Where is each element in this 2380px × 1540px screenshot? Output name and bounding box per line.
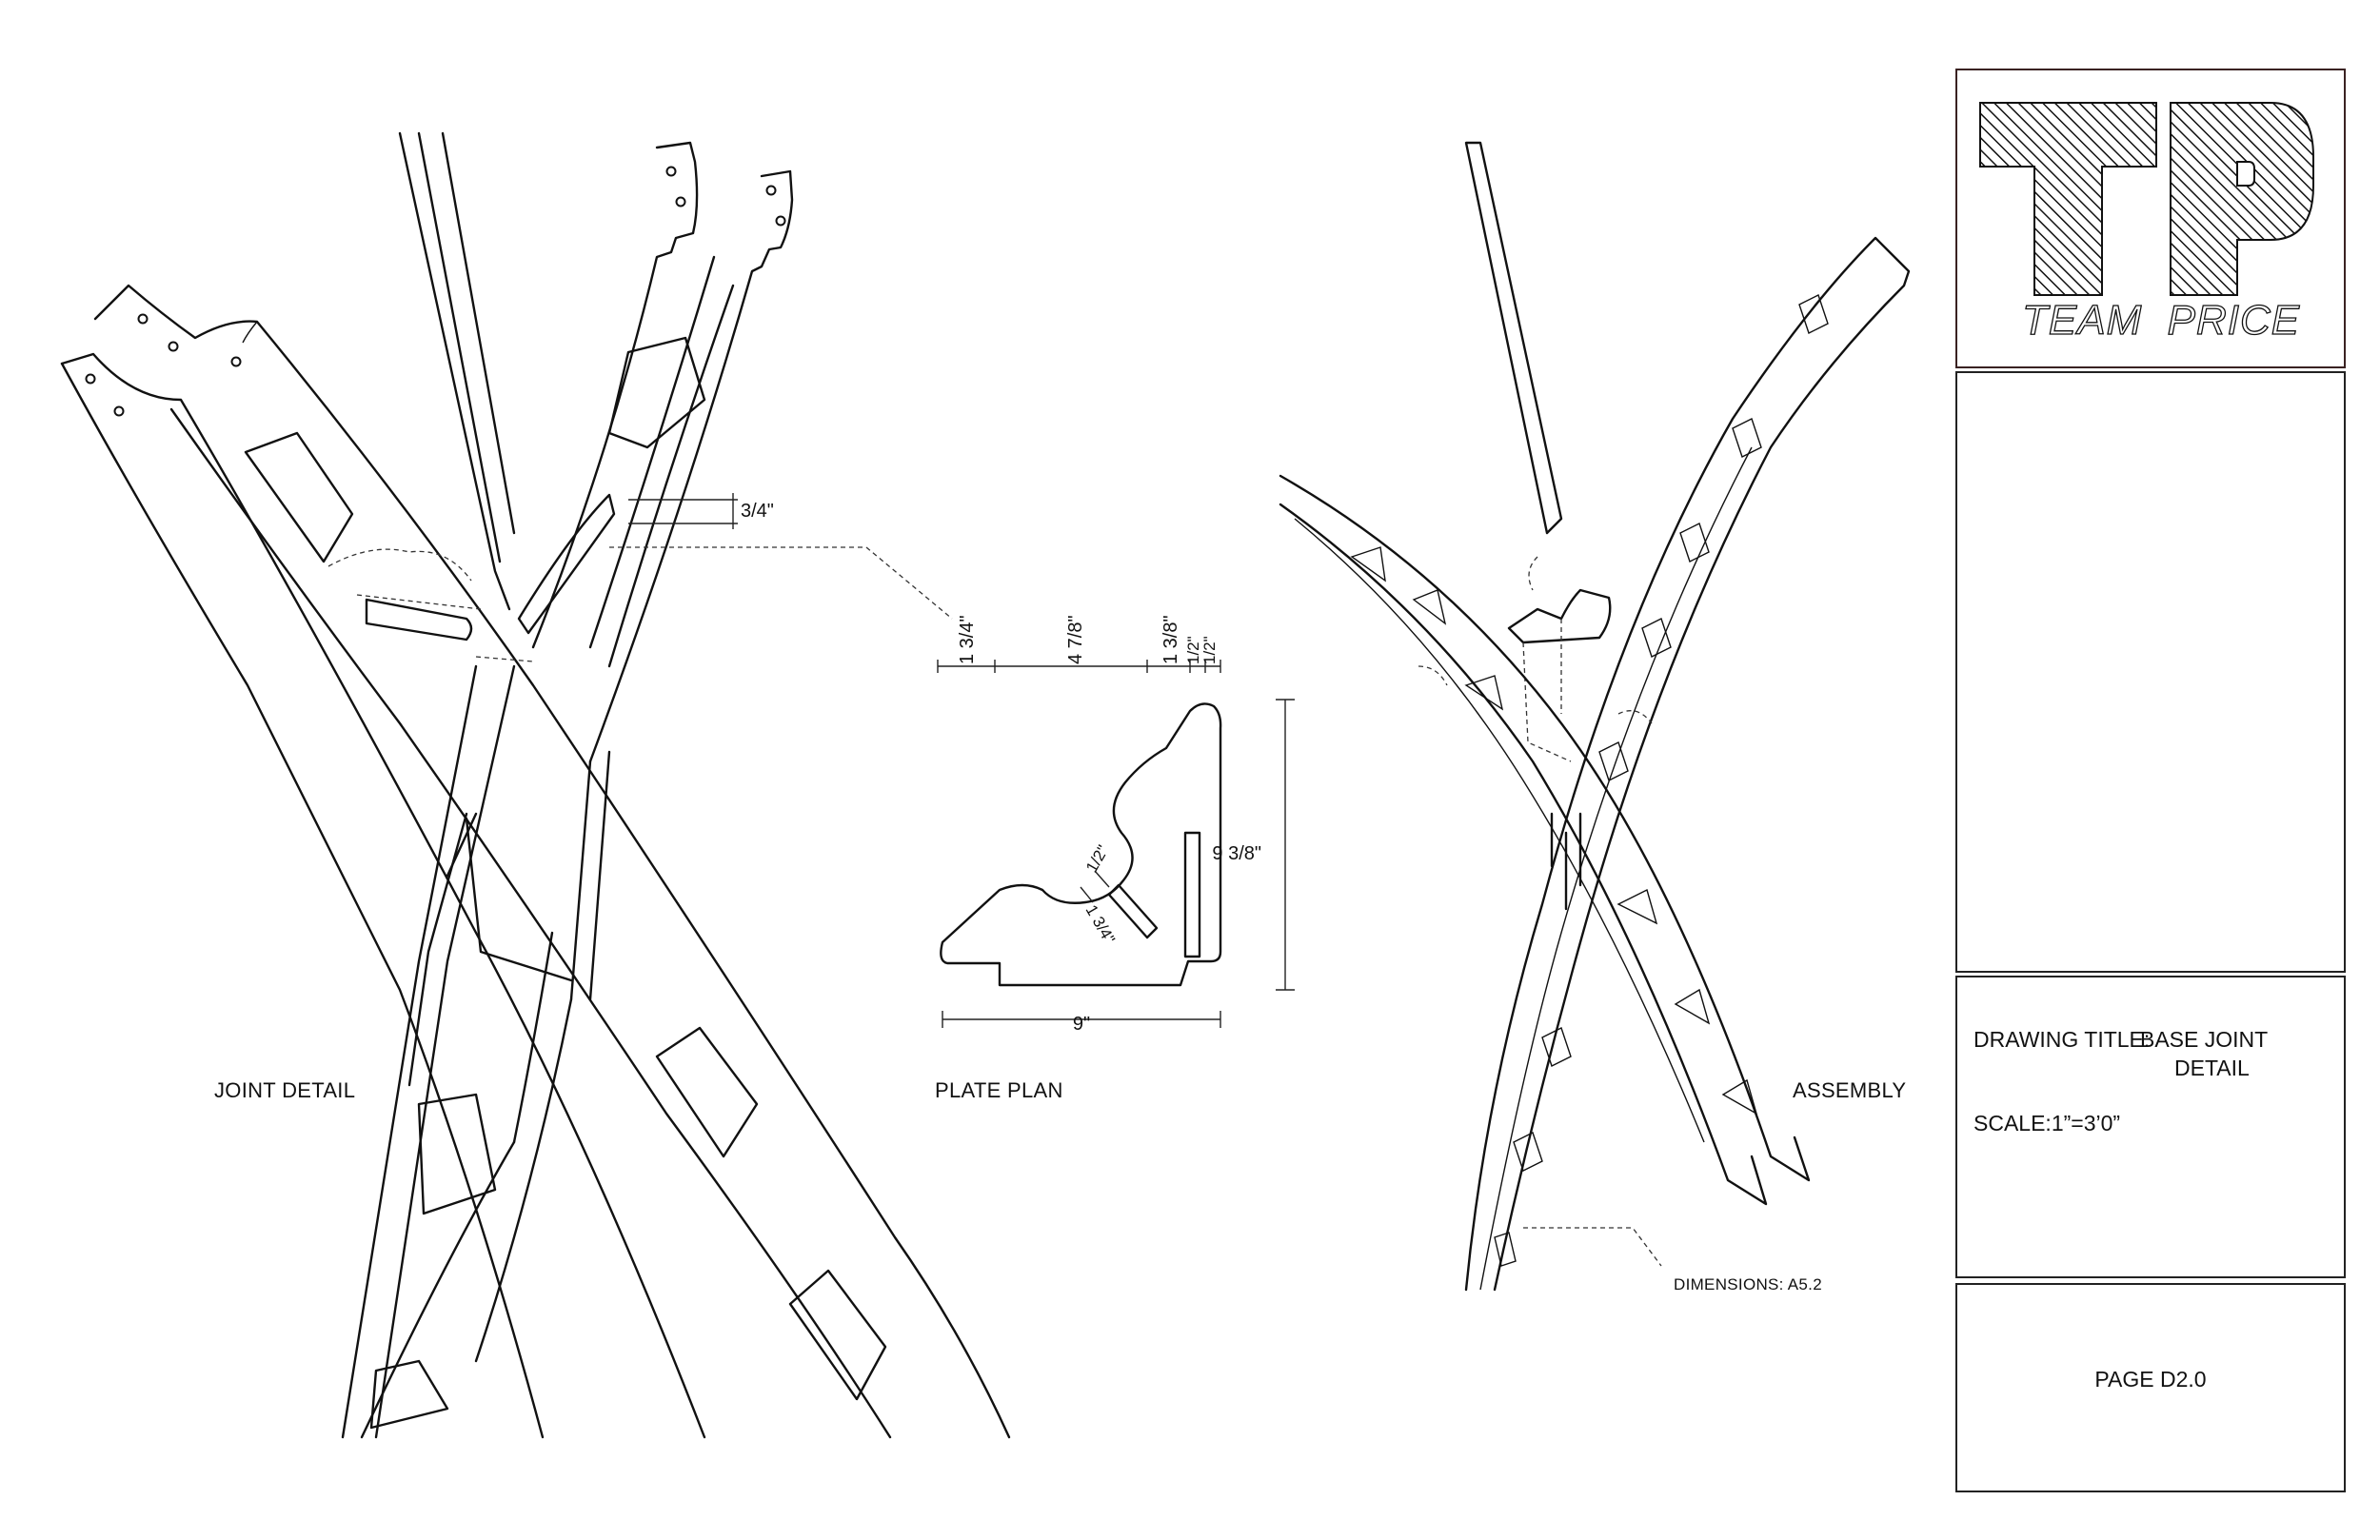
dim-top-3: 1 3/8" — [1160, 615, 1181, 664]
drawing-scale: SCALE:1”=3’0” — [1973, 1111, 2121, 1135]
drawing-title-line2: DETAIL — [2174, 1056, 2250, 1080]
dimension-3-4: 3/4" — [628, 493, 774, 529]
dim-3-4-text: 3/4" — [741, 501, 774, 522]
dim-top-2: 4 7/8" — [1065, 615, 1086, 664]
joint-detail-label: JOINT DETAIL — [214, 1078, 356, 1102]
drawing-title-line1: BASE JOINT — [2140, 1027, 2269, 1052]
dim-width: 9" — [1073, 1014, 1090, 1035]
drawing-title-label: DRAWING TITLE: — [1973, 1027, 2151, 1052]
dim-top-4: 1/2" — [1184, 636, 1202, 664]
dim-slot-width: 1/2" — [1082, 842, 1112, 876]
dim-top-1: 1 3/4" — [957, 615, 978, 664]
dim-top-5: 1/2" — [1200, 636, 1219, 664]
title-block-info-cell: DRAWING TITLE: BASE JOINT DETAIL SCALE:1… — [1955, 976, 2346, 1278]
title-block-logo-cell: TEAM PRICE — [1955, 69, 2346, 368]
dim-slot-depth: 1 3/4" — [1082, 902, 1119, 947]
team-price-logo — [1979, 102, 2314, 296]
logo-name: TEAM PRICE — [2021, 296, 2301, 344]
title-block-blank-cell — [1955, 371, 2346, 973]
dim-height: 9 3/8" — [1212, 843, 1261, 864]
joint-detail-drawing — [60, 131, 1011, 1439]
page-number: PAGE D2.0 — [2094, 1367, 2207, 1392]
title-block-page-cell: PAGE D2.0 — [1955, 1283, 2346, 1492]
assembly-drawing — [1279, 141, 1911, 1292]
plate-plan-drawing: 1 3/4" 4 7/8" 1 3/8" 1/2" 1/2" 1/2" 1 3/… — [937, 615, 1295, 1035]
plate-plan-label: PLATE PLAN — [935, 1078, 1063, 1102]
assembly-label: ASSEMBLY — [1793, 1078, 1907, 1102]
dimensions-reference-note: DIMENSIONS: A5.2 — [1674, 1275, 1822, 1293]
